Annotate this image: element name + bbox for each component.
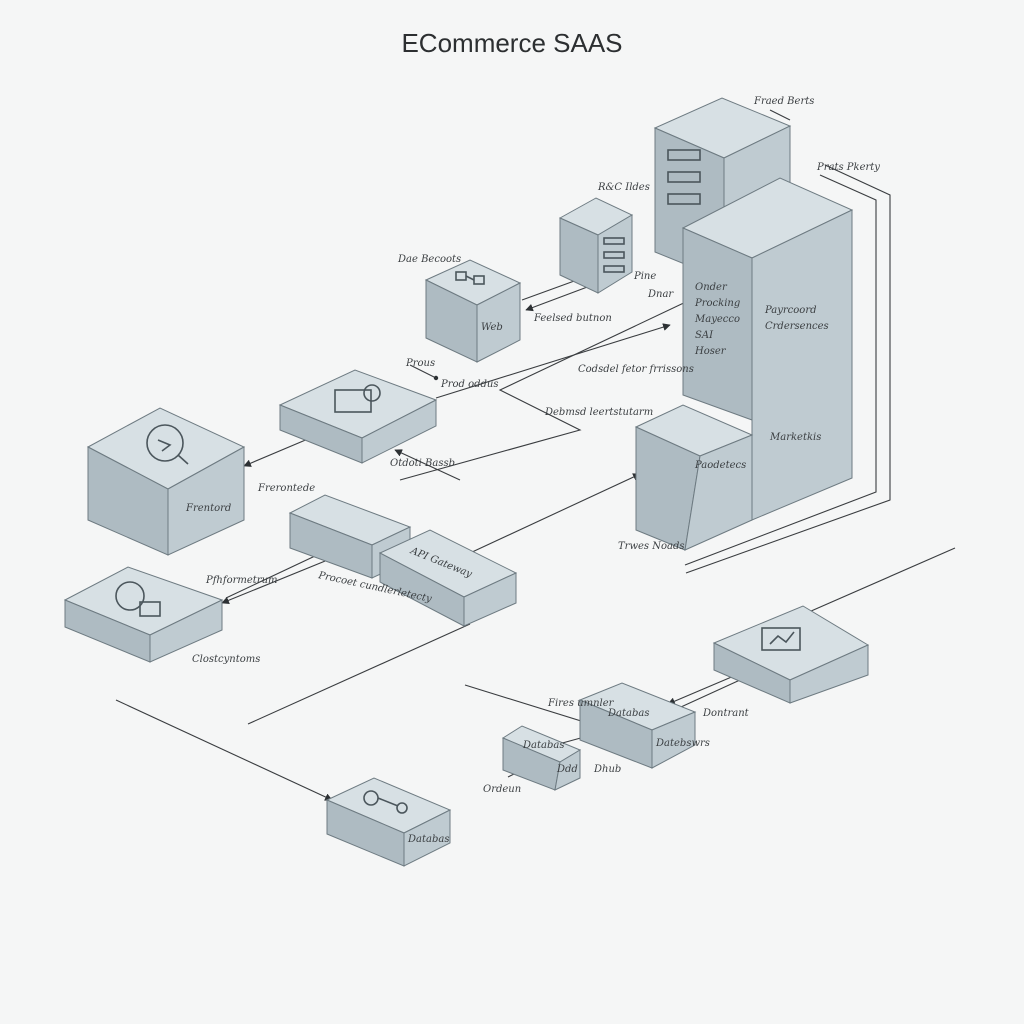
rack-server-block[interactable] [558,197,634,294]
text-line: Hoser [694,346,727,357]
drive-bay-icon [603,251,625,259]
dontrant-label: Dontrant [702,708,750,719]
text-line: Procking [694,298,740,309]
rack-label: R&C Ildes [597,182,650,193]
to-bottom-block-arrow [115,699,333,801]
drive-bay-icon [603,237,625,245]
lower-diagonal [247,623,471,725]
diagram-title: ECommerce SAAS [401,28,623,58]
services-block[interactable] [634,177,854,551]
platform-bracket-inner [684,174,877,566]
network-icon [455,271,485,285]
tower-label: Fraed Berts [753,96,814,107]
pine-label: Pine [633,271,656,282]
feelsed-label: Prod oddus [440,379,499,390]
api-gateway-block[interactable] [378,529,518,627]
text-line: Onder [695,282,728,293]
outlet-label: Otdoti Bassb [390,458,455,469]
rack-to-web-arrow [525,285,591,312]
prous-connector [409,364,439,381]
cloud-systems-block[interactable] [63,566,224,663]
services-right-line: Crdersences [765,321,829,332]
text-line: Mayecco [694,314,740,325]
databas-title: Databas [607,708,649,719]
databas-block[interactable] [578,682,697,769]
platform-bracket-outer [685,164,891,574]
bottom-block[interactable] [325,777,452,867]
return-arrow [394,449,461,481]
services-bottom-left-label: Paodetecs [694,460,746,471]
monitoring-block[interactable] [712,605,870,704]
gear-icon [115,581,161,617]
key-icon [363,790,408,814]
lock-screen-icon [334,384,381,413]
drive-bay-icon [603,265,625,273]
dhub-label: Dhub [593,764,621,775]
small-db-label: Databas [522,740,564,751]
dashboards-label: Dae Becoots [397,254,461,265]
frontend-block[interactable] [86,407,246,556]
far-right-diagonal [801,547,956,616]
tran-label: Trwes Noads [618,541,685,552]
services-bottom-right-label: Marketkis [769,432,821,443]
dnar-label: Dnar [647,289,674,300]
to-frontend-arrow [243,435,316,467]
small-db-block[interactable] [501,725,582,791]
panel-slot-icon [667,149,701,161]
bottom-block-label: Databas [407,834,449,845]
services-return-line [399,299,691,481]
prous-label: Prous [405,358,435,369]
ordeun-label: Ordeun [483,784,521,795]
catalog-label: Codsdel fetor frrissons [578,364,694,375]
frontend-icon [146,424,189,465]
frontend-label: Frentord [185,503,231,514]
cloud-label: Clostcyntoms [192,654,260,665]
frame-label: Frerontede [257,483,315,494]
services-right-label: Payrcoord Crdersences [764,305,829,332]
dataabaze-to-cloud-arrow [221,556,336,604]
middle-card-block[interactable] [278,369,438,464]
text-line: SAI [695,330,714,341]
catalog2-label: Debmsd leertstutarm [544,407,653,418]
services-right-line: Payrcoord [764,305,817,316]
tower-leader [769,109,791,121]
perfore-label: Pfhformetrum [205,575,278,586]
panel-slot-icon [667,171,701,183]
fire-label: Fires umnler [547,698,615,709]
web-label: Web [481,322,503,333]
panel-slot-icon [667,193,701,205]
web-block[interactable] [424,259,522,363]
dataswt-label: Datebswrs [655,738,710,749]
platform-label: Prats Pkerty [816,162,880,173]
web-link-label: Feelsed butnon [533,313,612,324]
ddd-label: Ddd [556,764,578,775]
card-to-services-arrow [435,323,671,399]
gateway-to-services-arrow [469,473,641,554]
chart-panel-icon [761,627,801,651]
